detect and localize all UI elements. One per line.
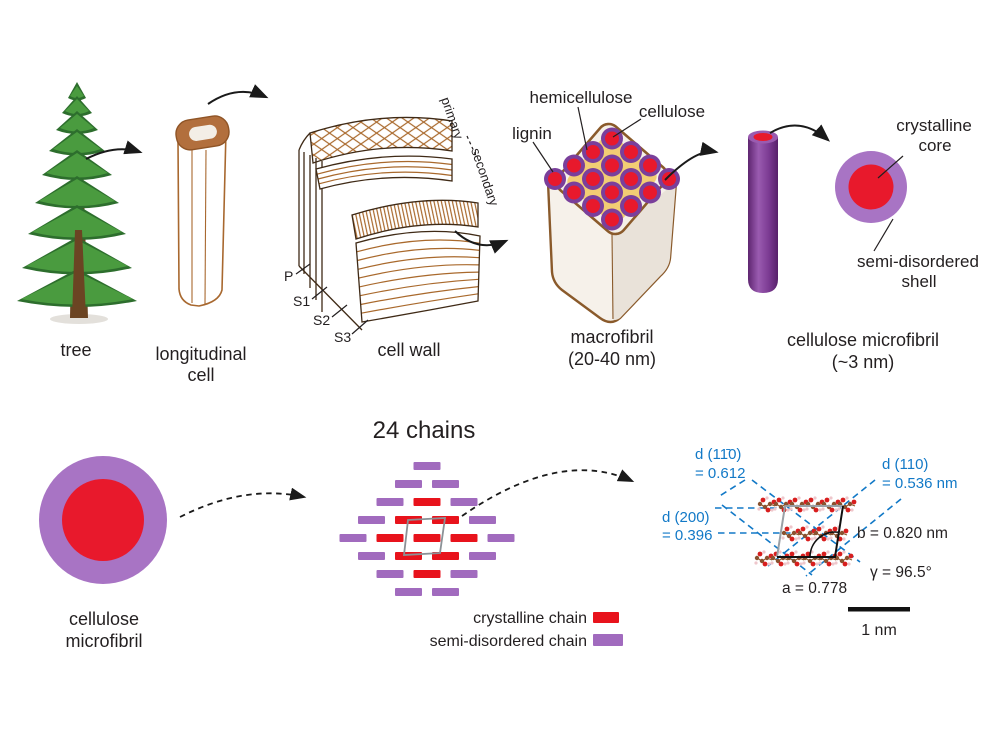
cell-wall-illustration: P S1 S2 S3 primary secondary bbox=[284, 95, 502, 345]
cellulose-label: cellulose bbox=[639, 102, 705, 121]
semi-disordered-chain-rect bbox=[450, 570, 478, 578]
microfibril-large-circle bbox=[39, 456, 167, 584]
arrow-wall-to-macrofibril bbox=[454, 230, 509, 254]
d110-label-line1: d (110) bbox=[882, 456, 928, 473]
semi-disordered-chain-rect bbox=[469, 552, 496, 560]
layer-label-p: P bbox=[284, 268, 293, 284]
crystalline-chain-rect bbox=[413, 570, 441, 578]
arrow-macrofibril-to-rod bbox=[664, 141, 719, 181]
semi-disordered-shell-label-line1: semi-disordered bbox=[857, 252, 979, 271]
semi-disordered-chain-rect bbox=[376, 498, 404, 506]
microfibril-cross-section bbox=[835, 151, 907, 252]
crystalline-core-label-line2: core bbox=[918, 136, 951, 155]
legend-semi-disordered-label: semi-disordered chain bbox=[430, 633, 587, 650]
longitudinal-cell-caption-line2: cell bbox=[187, 365, 214, 385]
b-axis-label: b = 0.820 nm bbox=[857, 525, 948, 542]
semi-disordered-chain-rect bbox=[376, 570, 404, 578]
semi-disordered-shell-label-line2: shell bbox=[902, 272, 937, 291]
semi-disordered-chain-rect bbox=[469, 516, 496, 524]
crystalline-chain-rect bbox=[376, 534, 404, 542]
layer-label-s2: S2 bbox=[313, 312, 330, 328]
macrofibril-caption-line2: (20-40 nm) bbox=[568, 349, 656, 369]
crystalline-chain-rect bbox=[413, 498, 441, 506]
gamma-angle-arc bbox=[809, 531, 840, 558]
tree-caption: tree bbox=[60, 340, 91, 360]
chain-legend: crystalline chain semi-disordered chain bbox=[430, 610, 623, 650]
layer-label-s1: S1 bbox=[293, 293, 310, 309]
legend-semi-disordered-swatch bbox=[593, 634, 623, 646]
large-circle-caption-line2: microfibril bbox=[65, 631, 142, 651]
flow-arrows bbox=[85, 84, 831, 254]
arrow-rod-to-cross-section bbox=[769, 124, 831, 142]
lignin-label: lignin bbox=[512, 124, 552, 143]
dashed-arrow-circle-to-chains bbox=[179, 487, 307, 518]
semi-disordered-chain-rect bbox=[358, 552, 385, 560]
unit-cell-outline-small bbox=[402, 517, 447, 556]
secondary-label: secondary bbox=[468, 146, 502, 208]
d-spacing-dashed-lines bbox=[715, 479, 902, 577]
legend-crystalline-swatch bbox=[593, 612, 619, 623]
legend-crystalline-label: crystalline chain bbox=[473, 610, 587, 627]
d200-label-line2: = 0.396 bbox=[662, 527, 712, 544]
d110-label-line2: = 0.536 nm bbox=[882, 475, 957, 492]
chain-cluster-rects bbox=[339, 462, 515, 596]
semi-disordered-chain-rect bbox=[432, 480, 459, 488]
layer-label-s3: S3 bbox=[334, 329, 351, 345]
crystalline-chain-rect bbox=[395, 552, 422, 560]
d200-label-line1: d (200) bbox=[662, 509, 710, 526]
molecular-chain-bottom bbox=[753, 549, 854, 567]
tree-illustration bbox=[17, 82, 137, 324]
microfibril-rod bbox=[748, 130, 778, 293]
arrow-cell-to-wall bbox=[207, 84, 269, 105]
macrofibril-illustration bbox=[532, 106, 680, 324]
cell-wall-caption: cell wall bbox=[377, 340, 440, 360]
semi-disordered-chain-rect bbox=[432, 588, 459, 596]
crystalline-core-label-line1: crystalline bbox=[896, 116, 972, 135]
semi-disordered-chain-rect bbox=[487, 534, 515, 542]
semi-disordered-chain-rect bbox=[413, 462, 441, 470]
semi-disordered-chain-rect bbox=[339, 534, 367, 542]
semi-disordered-chain-rect bbox=[395, 588, 422, 596]
longitudinal-cell-illustration bbox=[175, 115, 230, 307]
chain-cluster-title: 24 chains bbox=[373, 417, 476, 444]
scale-bar bbox=[848, 607, 910, 612]
crystalline-chain-rect bbox=[413, 534, 441, 542]
semi-disordered-chain-rect bbox=[358, 516, 385, 524]
arrow-tree-to-cell bbox=[85, 140, 143, 160]
d110bar-label-line2: = 0.612 bbox=[695, 465, 745, 482]
crystal-structure: d (11̄0) = 0.612 d (110) = 0.536 nm d (2… bbox=[662, 446, 957, 639]
crystalline-chain-rect bbox=[450, 534, 478, 542]
microfibril-caption-line1: cellulose microfibril bbox=[787, 330, 939, 350]
semi-disordered-chain-rect bbox=[450, 498, 478, 506]
large-circle-caption-line1: cellulose bbox=[69, 609, 139, 629]
semi-disordered-chain-rect bbox=[395, 480, 422, 488]
dashed-arrow-chains-to-crystal bbox=[461, 469, 635, 517]
dashed-arrows bbox=[179, 469, 635, 518]
scale-bar-label: 1 nm bbox=[861, 622, 897, 639]
gamma-angle-label: γ = 96.5° bbox=[870, 564, 932, 581]
unit-cell-outline bbox=[776, 505, 844, 558]
microfibril-caption-line2: (~3 nm) bbox=[832, 352, 895, 372]
hemicellulose-label: hemicellulose bbox=[530, 88, 633, 107]
longitudinal-cell-caption-line1: longitudinal bbox=[155, 344, 246, 364]
crystalline-chain-rect bbox=[432, 552, 459, 560]
d110bar-label-line1: d (11̄0) bbox=[695, 446, 741, 463]
a-axis-label: a = 0.778 bbox=[782, 580, 847, 597]
macrofibril-caption-line1: macrofibril bbox=[570, 327, 653, 347]
cellulose-fibril-dots bbox=[544, 127, 680, 231]
